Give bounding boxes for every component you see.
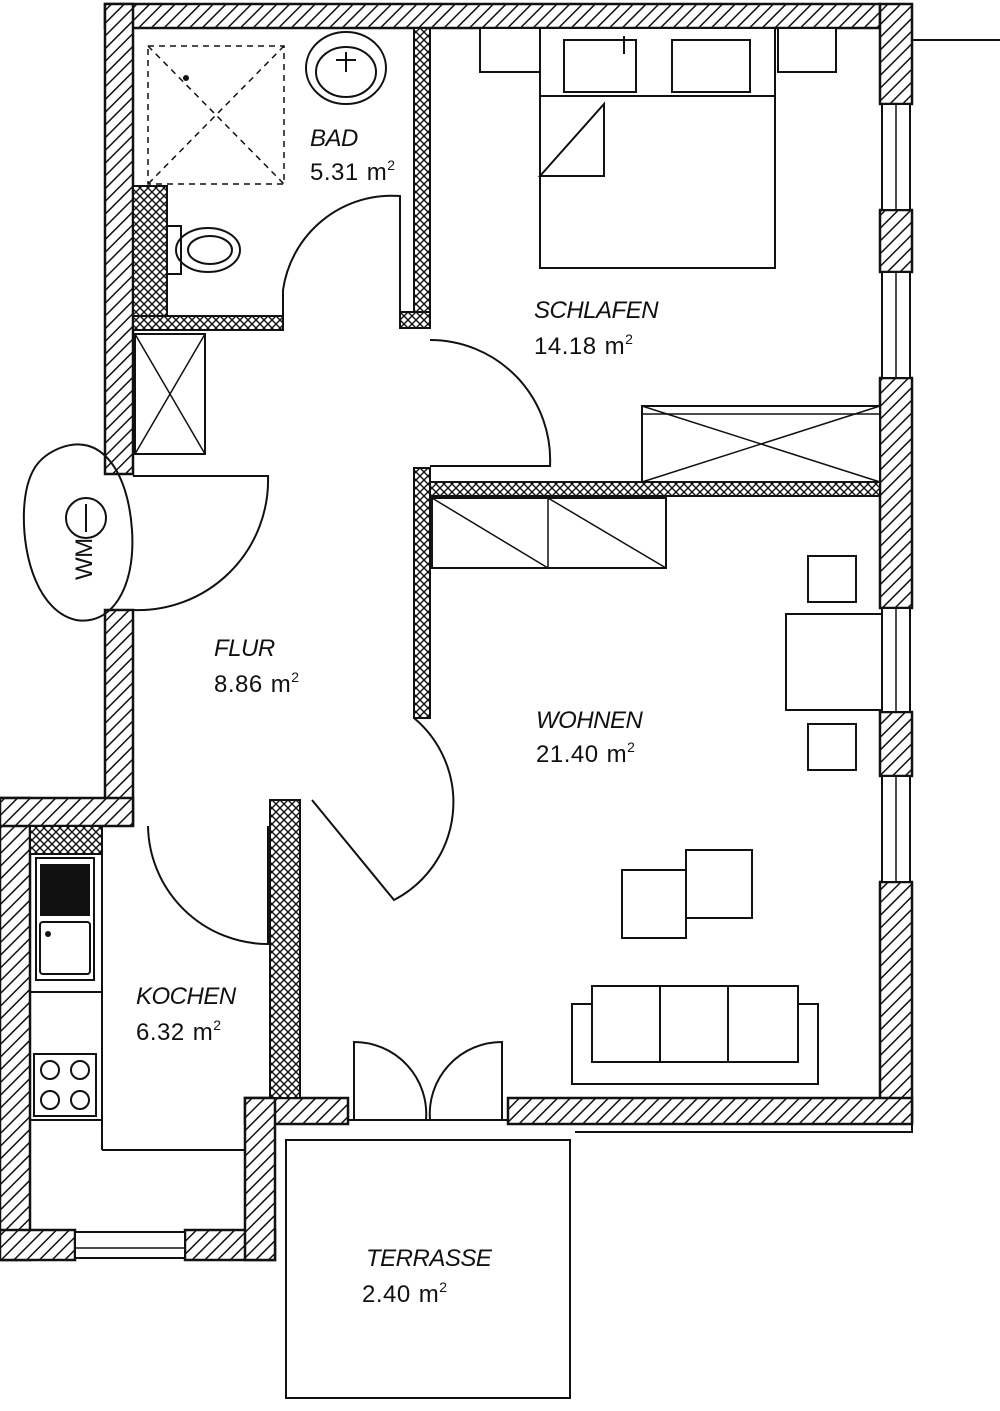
area-exponent: 2: [291, 669, 299, 685]
room-label-kochen: KOCHEN 6.32 m2: [136, 983, 237, 1046]
washbasin-icon: [305, 31, 387, 105]
kitchen-counter: [30, 854, 245, 1151]
wardrobe-icon: [641, 405, 881, 483]
window-kitchen: [74, 1231, 186, 1259]
bed-icon: [479, 27, 837, 269]
room-name: BAD: [310, 125, 358, 152]
stove-icon: [33, 1053, 97, 1117]
area-value: 21.40: [536, 741, 599, 768]
door-schlafen: [429, 338, 552, 467]
exterior-line: [911, 4, 1000, 41]
area-unit: m: [605, 333, 626, 360]
windows-right: [881, 103, 911, 883]
room-name: KOCHEN: [136, 983, 237, 1010]
room-area: 8.86 m2: [214, 669, 300, 698]
room-area: 2.40 m2: [362, 1279, 448, 1308]
area-value: 14.18: [534, 333, 597, 360]
area-exponent: 2: [627, 739, 635, 755]
room-name: WOHNEN: [536, 707, 643, 734]
area-exponent: 2: [439, 1279, 447, 1295]
area-unit: m: [271, 671, 292, 698]
exterior-line: [575, 1124, 913, 1133]
area-unit: m: [367, 159, 388, 186]
room-name: TERRASSE: [366, 1245, 493, 1272]
area-unit: m: [419, 1281, 440, 1308]
area-exponent: 2: [387, 157, 395, 173]
room-name: FLUR: [214, 635, 275, 662]
door-wohnen: [311, 717, 455, 902]
table-icon: [785, 613, 883, 711]
room-name: SCHLAFEN: [534, 297, 659, 324]
outer-walls: [0, 2, 914, 1262]
toilet-icon: [166, 225, 241, 275]
room-label-bad: BAD 5.31 m2: [310, 125, 396, 186]
room-label-schlafen: SCHLAFEN 14.18 m2: [534, 297, 660, 360]
room-area: 21.40 m2: [536, 739, 635, 768]
area-value: 5.31: [310, 159, 359, 186]
room-area: 14.18 m2: [534, 331, 633, 360]
door-kochen: [147, 825, 269, 946]
room-area: 6.32 m2: [136, 1017, 222, 1046]
sofa-icon: [571, 985, 819, 1085]
chair-icon: [807, 555, 857, 771]
room-label-terrasse: TERRASSE 2.40 m2: [362, 1245, 493, 1308]
room-area: 5.31 m2: [310, 157, 396, 186]
room-label-wohnen: WOHNEN 21.40 m2: [536, 707, 644, 768]
wm-label: WM: [71, 538, 98, 580]
terrasse-outline: [285, 1139, 571, 1399]
wardrobe-icon: [431, 497, 667, 569]
area-value: 8.86: [214, 671, 263, 698]
shower-icon: [147, 45, 285, 185]
room-label-flur: FLUR 8.86 m2: [214, 635, 300, 698]
sink-icon: [35, 857, 95, 981]
door-entrance[interactable]: [132, 475, 270, 612]
door-bad: [282, 194, 401, 330]
wardrobe-icon: [134, 333, 206, 455]
table-icon: [621, 849, 753, 939]
washing-machine-icon: WM: [22, 443, 134, 622]
area-exponent: 2: [625, 331, 633, 347]
area-exponent: 2: [213, 1017, 221, 1033]
area-unit: m: [193, 1019, 214, 1046]
area-value: 6.32: [136, 1019, 185, 1046]
area-unit: m: [607, 741, 628, 768]
area-value: 2.40: [362, 1281, 411, 1308]
door-terrasse[interactable]: [348, 1040, 508, 1121]
